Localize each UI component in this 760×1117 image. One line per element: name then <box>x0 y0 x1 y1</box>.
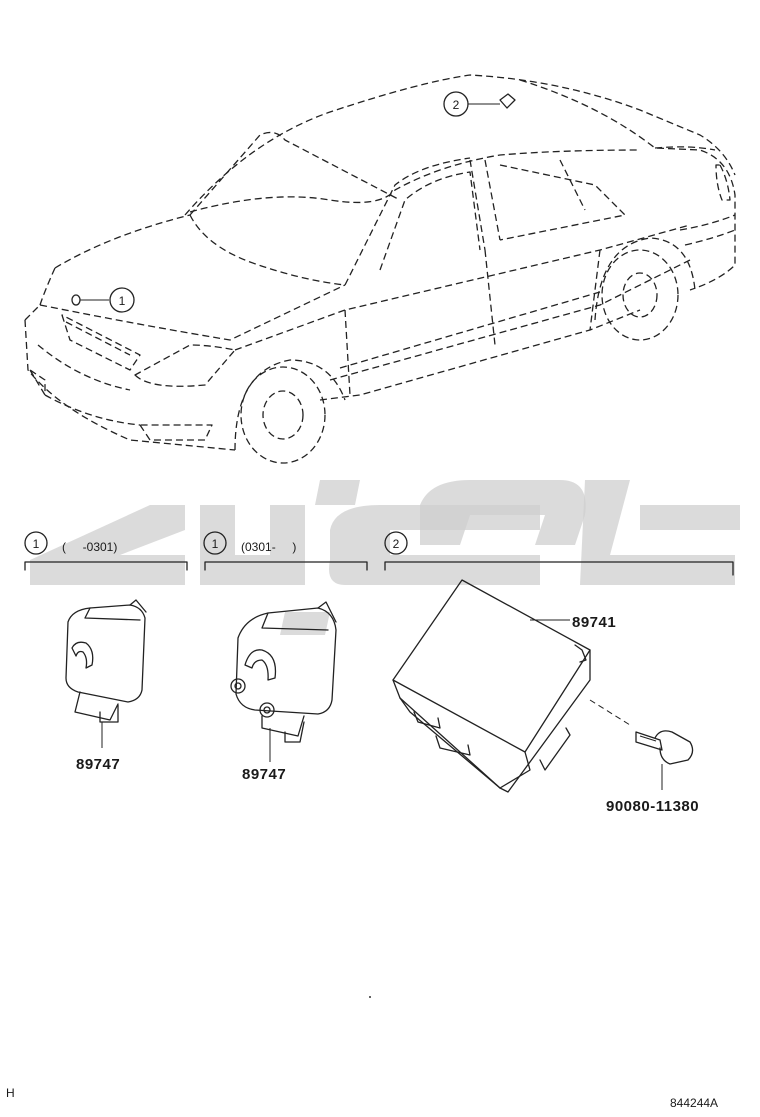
watermark <box>30 480 740 635</box>
stray-dot <box>369 996 371 998</box>
footer-right-code: 844244A <box>670 1096 718 1110</box>
group-2-number: 2 <box>393 537 400 551</box>
callout-1-text: 1 <box>119 294 126 308</box>
group-1-early-range: ( -0301) <box>62 540 117 554</box>
bolt-drawing <box>635 730 694 790</box>
group-1-early: 1 ( -0301) <box>24 531 188 571</box>
group-1-late-number: 1 <box>212 537 219 551</box>
footer-left-code: H <box>6 1086 15 1100</box>
callout-1-vehicle: 1 <box>71 287 135 313</box>
part-number-ecu: 89741 <box>572 614 616 631</box>
part-number-sensor-b: 89747 <box>242 766 286 783</box>
sensor-b-drawing <box>230 601 337 762</box>
vehicle-outline <box>24 74 736 464</box>
callout-2-vehicle: 2 <box>443 91 516 117</box>
sensor-a-drawing <box>65 599 147 748</box>
group-1-early-number: 1 <box>33 537 40 551</box>
group-2: 2 <box>384 531 734 576</box>
callout-2-text: 2 <box>453 98 460 112</box>
group-1-late-range: (0301- ) <box>241 540 296 554</box>
ecu-drawing <box>392 579 631 793</box>
part-number-bolt: 90080-11380 <box>606 798 699 815</box>
group-1-late: 1 (0301- ) <box>203 531 368 571</box>
part-number-sensor-a: 89747 <box>76 756 120 773</box>
